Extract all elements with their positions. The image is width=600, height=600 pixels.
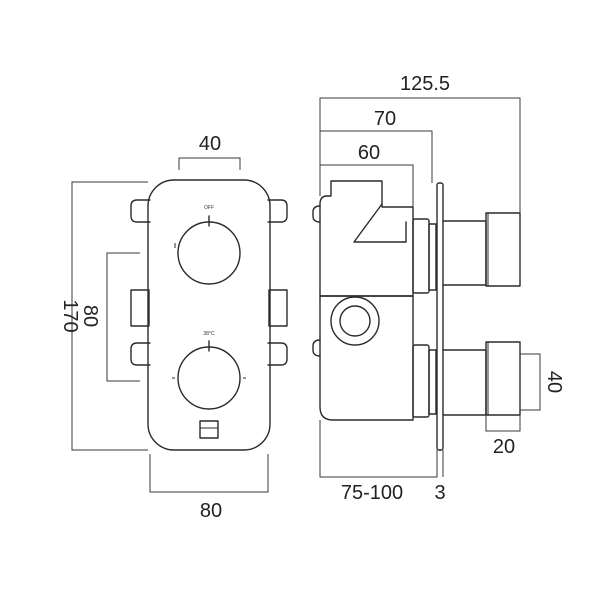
dim-front-left-inner: 80 — [79, 252, 140, 382]
dim-side-handle-height: 40 — [520, 353, 565, 411]
dim-front-top-text: 40 — [199, 133, 221, 155]
dim-side-overall-text: 125.5 — [400, 73, 450, 95]
lower-collar-thin — [428, 349, 437, 415]
dim-side-overall: 125.5 — [319, 73, 521, 213]
housing-stub-left — [130, 289, 150, 327]
dim-side-70: 70 — [319, 108, 433, 183]
label-temp: 38°C — [203, 331, 215, 337]
flow-control-knob: OFF — [174, 205, 241, 285]
wedge-detail — [353, 203, 407, 243]
side-bump-bottom — [312, 339, 321, 357]
dim-front-left-inner-text: 80 — [79, 305, 101, 327]
dim-side-60-text: 60 — [358, 142, 380, 164]
upper-handle-cap — [485, 212, 521, 287]
upper-body — [319, 180, 414, 297]
lower-collar — [412, 344, 430, 418]
bracket-top-left — [130, 199, 151, 223]
dim-front-left-outer-text: 170 — [59, 299, 81, 332]
dim-side-70-text: 70 — [374, 108, 396, 130]
side-view: 125.5 70 60 75-100 3 40 20 — [312, 73, 565, 504]
dim-side-depth-text: 75-100 — [341, 482, 403, 504]
square-button-outer — [199, 420, 219, 439]
upper-handle — [442, 212, 521, 287]
lower-handle-cap — [485, 341, 521, 416]
flow-knob-circle — [177, 221, 241, 285]
lower-body — [319, 295, 414, 421]
dim-side-depth: 75-100 3 — [319, 420, 446, 504]
bracket-top-right — [267, 199, 288, 223]
front-view: OFF 38°C 40 170 80 — [59, 133, 288, 522]
inlet-inner — [339, 305, 371, 337]
dim-front-bottom-text: 80 — [200, 500, 222, 522]
lower-handle — [442, 341, 521, 416]
dim-front-top: 40 — [178, 133, 241, 170]
dim-side-handle-width: 20 — [485, 415, 521, 458]
lower-handle-stem — [442, 349, 487, 416]
side-bump-top — [312, 205, 321, 223]
dim-side-handle-width-text: 20 — [493, 436, 515, 458]
housing-stub-right — [268, 289, 288, 327]
temp-knob-circle — [177, 346, 241, 410]
side-faceplate — [436, 182, 444, 451]
temperature-control-knob: 38°C — [172, 331, 246, 410]
upper-handle-stem — [442, 220, 487, 286]
dim-side-60: 60 — [319, 142, 414, 207]
inlet-outer — [330, 296, 380, 346]
label-off: OFF — [204, 205, 214, 211]
bracket-bottom-right — [267, 342, 288, 366]
bracket-bottom-left — [130, 342, 151, 366]
dim-side-plate-text: 3 — [434, 482, 445, 504]
dim-front-left-outer: 170 — [59, 181, 148, 451]
dim-front-bottom: 80 — [149, 454, 269, 522]
dim-side-handle-height-text: 40 — [543, 371, 565, 393]
upper-collar-thin — [428, 223, 437, 291]
upper-collar — [412, 218, 430, 294]
mounting-brackets — [130, 199, 288, 366]
faceplate — [147, 179, 271, 451]
square-button — [199, 420, 219, 439]
